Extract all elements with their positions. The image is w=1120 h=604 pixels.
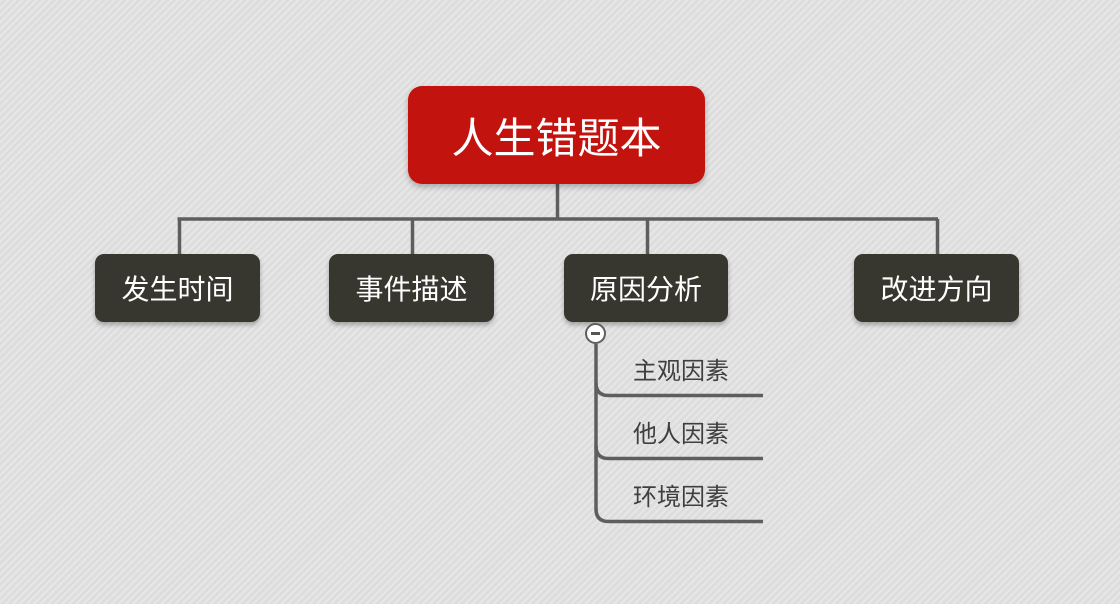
root-topic[interactable]: 人生错题本 bbox=[408, 86, 705, 184]
branch-improvement-direction[interactable]: 改进方向 bbox=[854, 254, 1019, 322]
subtopic-subjective-factors[interactable]: 主观因素 bbox=[633, 357, 729, 385]
subtopic-environment-factors[interactable]: 环境因素 bbox=[633, 483, 729, 511]
connector-sub-3 bbox=[594, 508, 763, 524]
connector-sub-2 bbox=[594, 445, 763, 461]
minus-glyph bbox=[591, 332, 600, 335]
subtopic-others-factors[interactable]: 他人因素 bbox=[633, 420, 729, 448]
connector-sub-1 bbox=[594, 382, 763, 398]
branch-event-description[interactable]: 事件描述 bbox=[329, 254, 494, 322]
collapse-minus-icon[interactable] bbox=[585, 323, 606, 344]
branch-cause-analysis[interactable]: 原因分析 bbox=[564, 254, 728, 322]
branch-occurrence-time[interactable]: 发生时间 bbox=[95, 254, 260, 322]
